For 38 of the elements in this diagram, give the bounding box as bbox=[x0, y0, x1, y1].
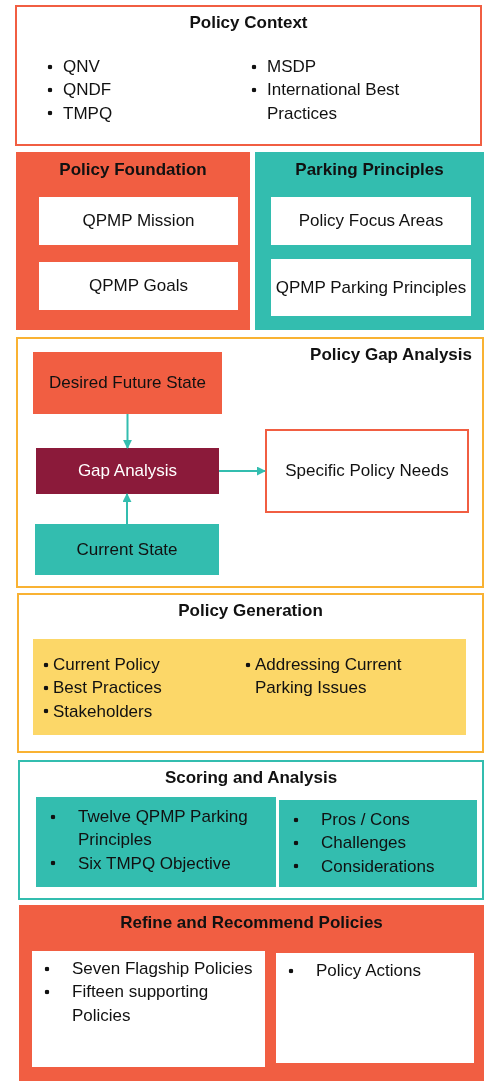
list-box bbox=[36, 797, 276, 887]
box-label: QPMP Goals bbox=[88, 275, 189, 298]
box-label: QPMP Parking Principles bbox=[275, 276, 467, 299]
process-box bbox=[35, 524, 219, 575]
section-panel bbox=[19, 905, 484, 1081]
arrow bbox=[122, 493, 132, 525]
arrow bbox=[218, 466, 266, 476]
section-frame bbox=[17, 593, 484, 753]
process-box bbox=[265, 429, 469, 513]
section-heading: Policy Context bbox=[189, 13, 308, 33]
section-panel bbox=[255, 152, 484, 330]
section-panel bbox=[16, 152, 250, 330]
process-box bbox=[33, 352, 222, 414]
process-box bbox=[271, 197, 471, 245]
list-box bbox=[279, 800, 477, 887]
section-heading: Parking Principles bbox=[295, 160, 444, 180]
section-frame bbox=[15, 5, 482, 146]
box-label: Specific Policy Needs bbox=[284, 460, 450, 483]
box-label: Gap Analysis bbox=[76, 460, 179, 483]
list-box bbox=[33, 639, 466, 735]
arrow bbox=[123, 413, 132, 449]
box-label: QPMP Mission bbox=[81, 210, 196, 233]
box-label: Policy Focus Areas bbox=[297, 210, 445, 233]
section-frame bbox=[16, 337, 484, 588]
process-box bbox=[36, 448, 219, 494]
section-heading: Policy Gap Analysis bbox=[310, 345, 472, 365]
section-heading: Scoring and Analysis bbox=[164, 768, 338, 788]
section-heading: Policy Generation bbox=[178, 601, 323, 621]
list-box bbox=[276, 953, 474, 1063]
process-box bbox=[39, 197, 238, 245]
box-label: Desired Future State bbox=[48, 372, 207, 395]
section-frame bbox=[18, 760, 484, 900]
section-heading: Policy Foundation bbox=[59, 160, 207, 180]
process-box bbox=[271, 259, 471, 316]
section-heading: Refine and Recommend Policies bbox=[120, 913, 383, 933]
process-box bbox=[39, 262, 238, 310]
box-label: Current State bbox=[75, 538, 179, 561]
list-box bbox=[32, 951, 265, 1067]
